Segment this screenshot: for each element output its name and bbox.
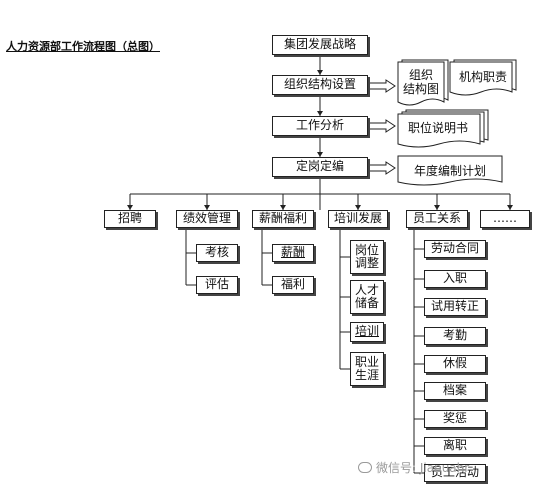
branch-training: 培训发展 [328,210,388,228]
doc-org-chart-page [397,61,445,106]
job-analysis-box: 工作分析 [272,116,368,136]
branch-relations: 员工关系 [406,210,468,228]
staffing-box: 定岗定编 [272,157,368,177]
arrow-to-org-setup [317,70,323,75]
salary-item-benefits: 福利 [272,276,314,294]
branch-arrow-3 [355,205,361,210]
rel-item-label: 档案 [442,383,467,398]
training-item-label: 职业生涯 [354,354,379,382]
doc-job-desc-page [397,113,481,148]
branch-arrow-1 [204,205,210,210]
branch-more-label: …… [493,211,517,226]
training-item-label: 培训 [354,324,379,339]
doc-org-duties-page [449,61,513,96]
doc-annual-plan-page [397,155,503,186]
perf-item-label: 考核 [204,245,229,260]
branch-arrow-0 [127,205,133,210]
rel-item-activities: 员工活动 [424,464,486,482]
rel-item-label: 考勤 [442,328,467,343]
strategy-box: 集团发展战略 [272,35,368,55]
org-setup-box: 组织结构设置 [272,75,368,95]
salary-item-pay: 薪酬 [272,244,314,262]
doc-org-duties: 机构职责 [452,66,514,88]
branch-relations-label: 员工关系 [412,211,461,226]
training-item-job-adjust: 岗位调整 [350,240,384,274]
branch-salary-label: 薪酬福利 [258,211,307,226]
branch-training-label: 培训发展 [333,211,382,226]
wechat-icon [358,462,372,473]
rel-item-probation: 试用转正 [424,298,486,316]
doc-annual-plan-label: 年度编制计划 [413,163,486,178]
watermark-text: 微信号: Jianuahr [376,461,470,475]
branch-arrow-4 [434,205,440,210]
salary-item-label: 福利 [280,277,305,292]
arrow-to-job-desc [367,119,396,133]
salary-item-label: 薪酬 [280,245,305,260]
doc-org-duties-label: 机构职责 [458,69,507,84]
doc-org-chart: 组织 结构图 [398,64,444,100]
branch-recruit: 招聘 [104,210,156,228]
branch-performance-label: 绩效管理 [182,211,231,226]
branch-recruit-label: 招聘 [117,211,142,226]
branch-arrow-5 [507,205,513,210]
branch-salary: 薪酬福利 [252,210,314,228]
training-item-talent-pool: 人才储备 [350,280,384,314]
rel-item-onboarding: 入职 [424,270,486,288]
rel-item-label: 奖惩 [442,411,467,426]
arrow-to-annual-plan [367,161,396,175]
rel-item-attendance: 考勤 [424,327,486,345]
branch-more: …… [480,210,530,228]
arrow-to-staffing [317,152,323,157]
strategy-label: 集团发展战略 [283,37,356,52]
branch-performance: 绩效管理 [176,210,238,228]
rel-item-archives: 档案 [424,382,486,400]
rel-item-resignation: 离职 [424,437,486,455]
perf-item-evaluation: 评估 [196,276,238,294]
rel-item-rewards: 奖惩 [424,410,486,428]
doc-org-chart-label: 组织 结构图 [402,67,439,96]
watermark: 微信号: Jianuahr [358,459,469,476]
rel-item-labor-contract: 劳动合同 [424,240,486,258]
rel-item-label: 劳动合同 [430,241,479,256]
staffing-label: 定岗定编 [295,159,344,174]
diagram-title: 人力资源部工作流程图（总图） [6,40,160,53]
branch-arrow-2 [280,205,286,210]
perf-item-assessment: 考核 [196,244,238,262]
job-analysis-label: 工作分析 [295,118,344,133]
training-item-career: 职业生涯 [350,352,384,386]
arrow-to-job-analysis [317,111,323,116]
rel-item-label: 员工活动 [430,465,479,480]
training-item-training: 培训 [350,322,384,342]
rel-item-label: 入职 [442,271,467,286]
doc-annual-plan: 年度编制计划 [398,160,502,182]
rel-item-label: 休假 [442,356,467,371]
doc-job-desc-label: 职位说明书 [407,120,468,135]
org-setup-label: 组织结构设置 [283,77,356,92]
arrow-to-org-docs [367,79,396,93]
training-item-label: 人才储备 [354,282,379,310]
perf-item-label: 评估 [204,277,229,292]
rel-item-label: 离职 [442,438,467,453]
doc-job-desc: 职位说明书 [398,118,478,138]
training-item-label: 岗位调整 [354,242,379,270]
rel-item-leave: 休假 [424,355,486,373]
rel-item-label: 试用转正 [430,299,479,314]
